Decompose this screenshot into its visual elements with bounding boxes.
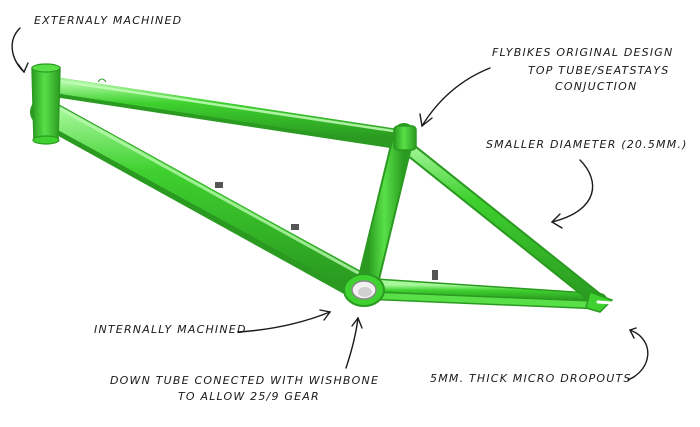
chainstays [365, 278, 607, 310]
top-tube [38, 76, 414, 150]
label-externally-machined: Externaly machined [34, 14, 183, 27]
label-smaller-diameter: Smaller diameter (20.5mm.) [486, 138, 688, 151]
bottom-bracket [343, 273, 385, 307]
label-dropouts: 5mm. thick micro dropouts [430, 372, 632, 385]
seat-tube [357, 123, 417, 293]
down-tube [30, 98, 376, 302]
annotation-arrows [11, 27, 649, 381]
label-flybikes-design-line2: top tube/seatstays [528, 64, 670, 77]
label-internally-machined: Internally machined [94, 323, 247, 336]
seatstays [397, 138, 605, 307]
label-down-tube-line1: Down tube conected with wishbone [110, 374, 380, 387]
dropouts [585, 291, 614, 313]
head-tube [31, 63, 61, 145]
cable-guides [97, 78, 438, 280]
label-flybikes-design-line1: Flybikes original design [492, 46, 674, 59]
label-flybikes-design-line3: conjuction [555, 80, 638, 93]
label-down-tube-line2: to allow 25/9 gear [178, 390, 320, 403]
